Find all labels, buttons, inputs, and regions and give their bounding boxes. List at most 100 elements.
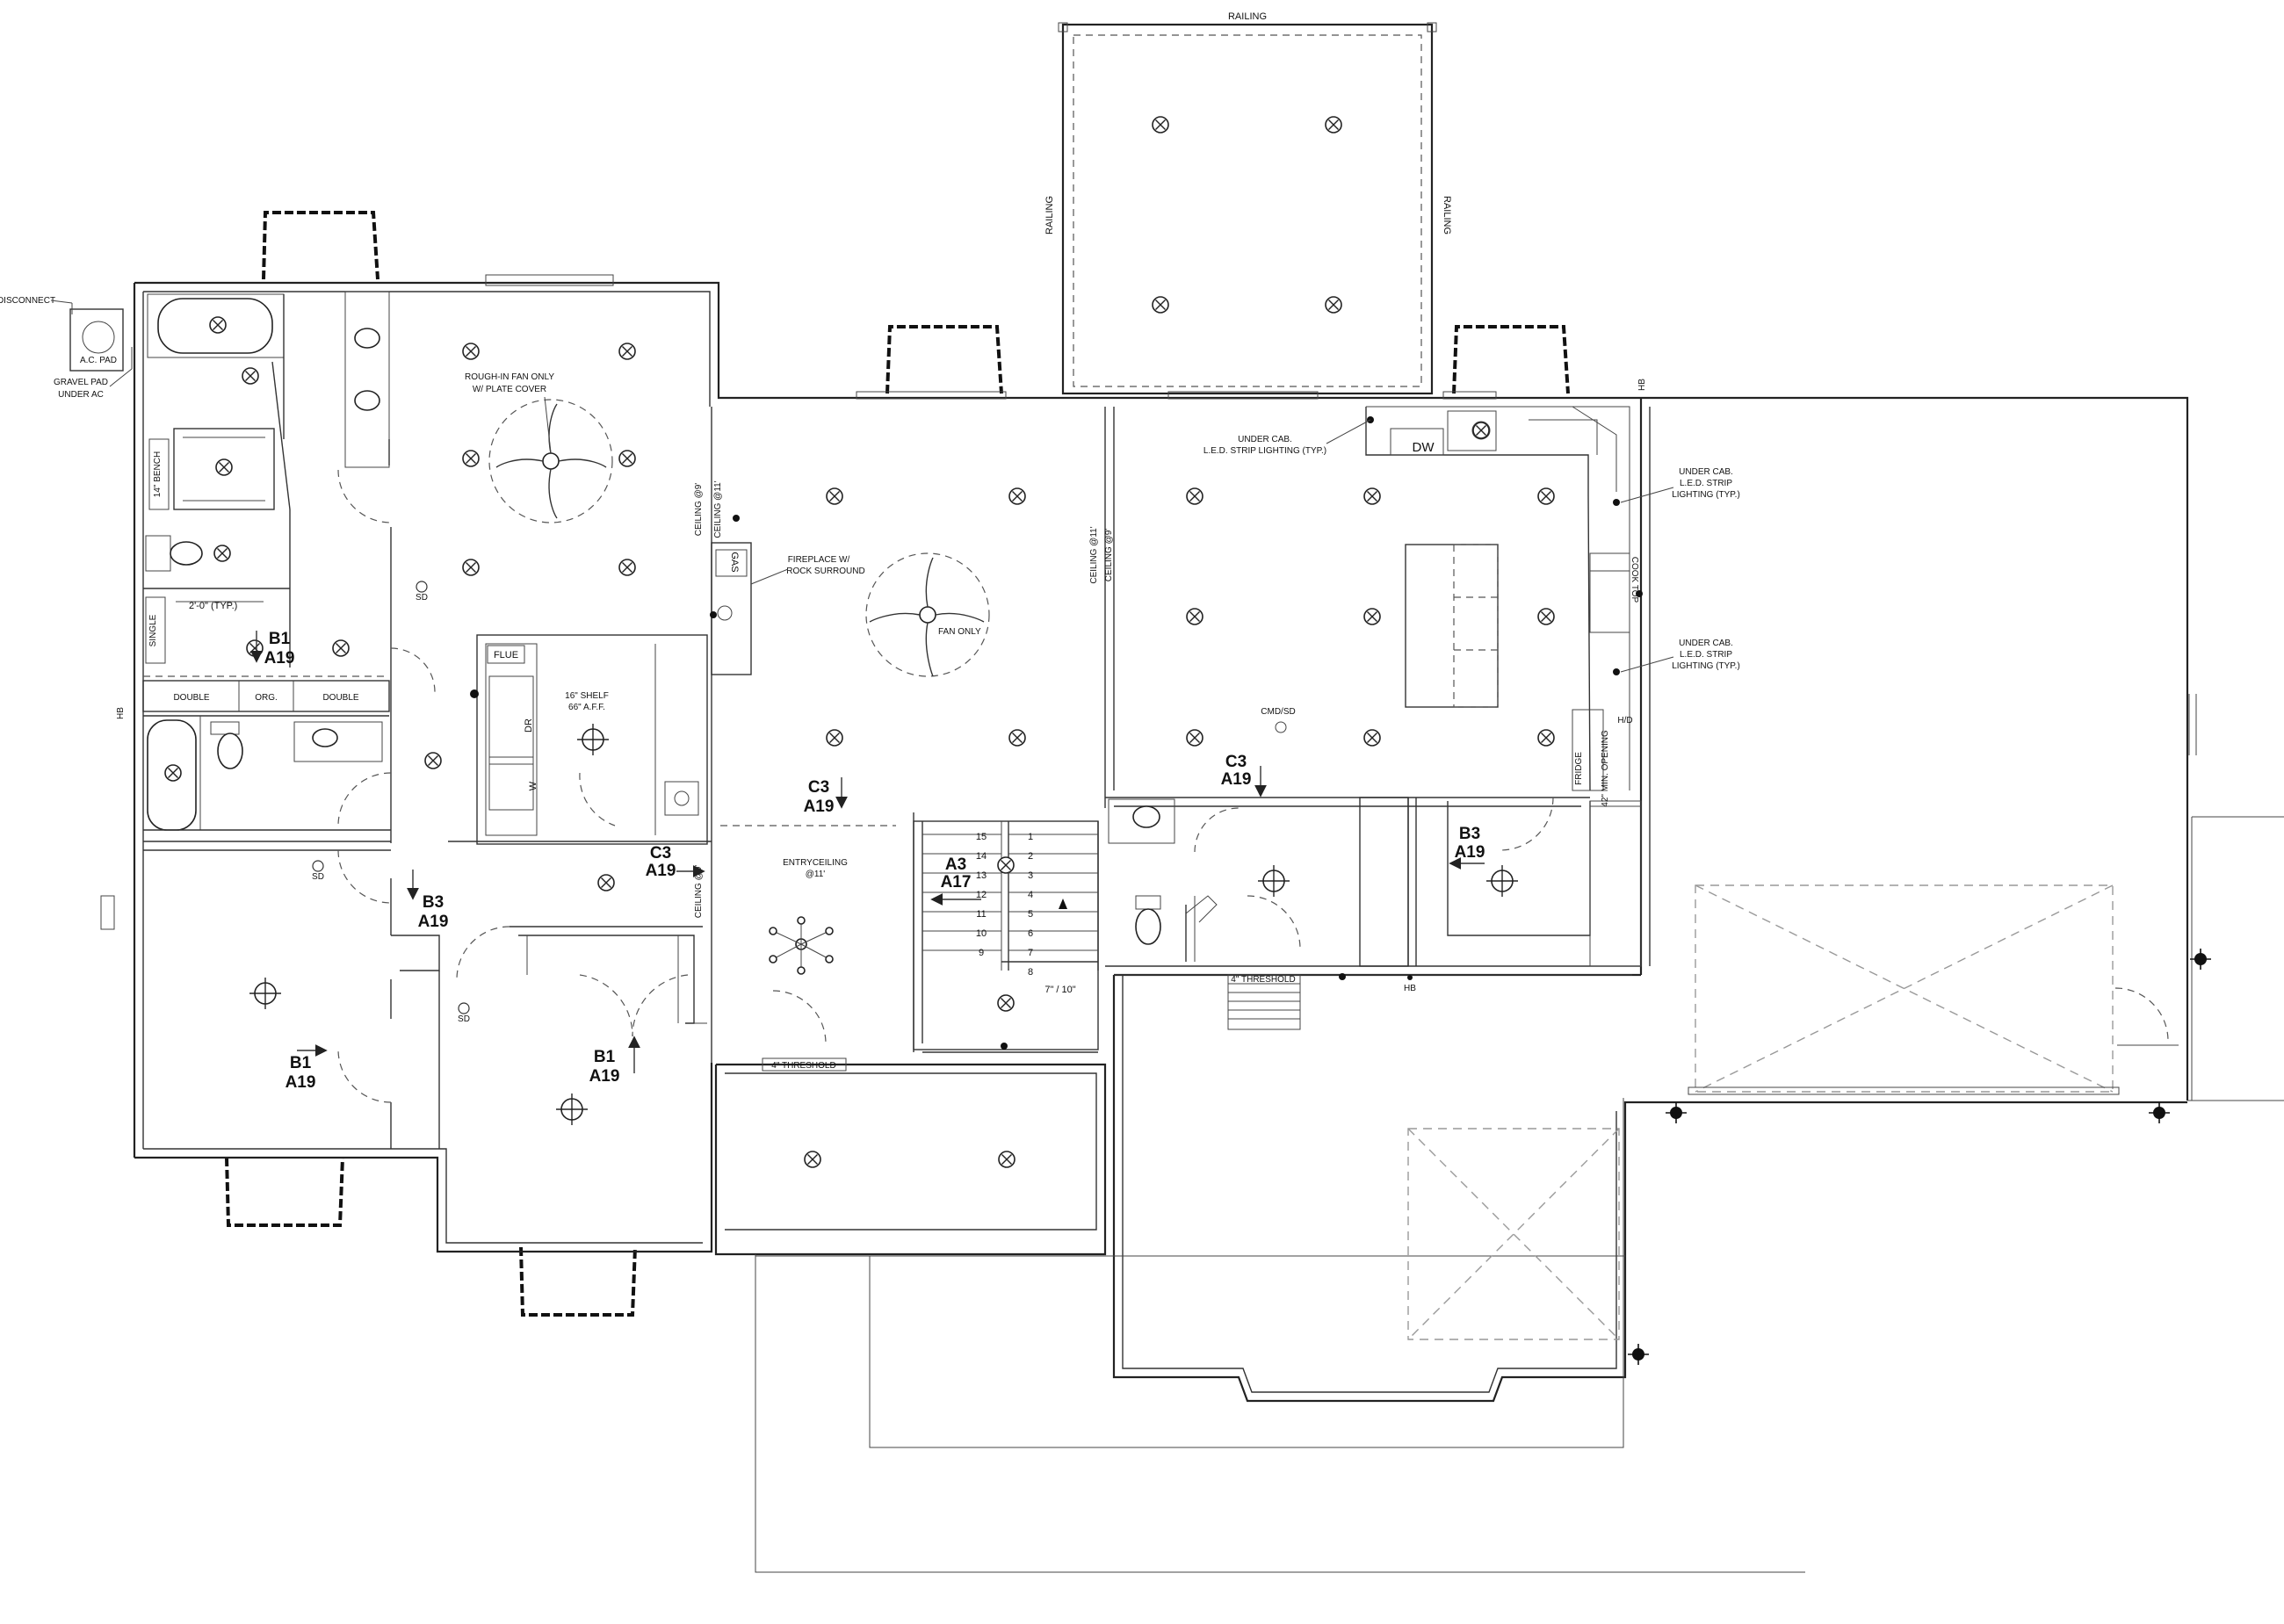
ceiling-fan-bedroom [488,399,613,523]
stair-step-number: 7 [1028,948,1033,958]
rough-fan-label: ROUGH-IN FAN ONLY [465,372,554,382]
sd-label: SD [458,1014,470,1024]
sd-label: SD [416,593,428,603]
svg-text:A19: A19 [286,1073,316,1092]
svg-text:B1: B1 [290,1054,312,1072]
section-markers: B1 A19 B1 A19 B1 A19 B3 A19 C3 A19 C3 A1… [250,630,1485,1092]
entry-chandelier [769,916,834,975]
svg-text:B3: B3 [1459,825,1480,843]
stair-step-number: 11 [976,909,986,920]
rough-fan-label: W/ PLATE COVER [473,385,546,394]
stair-step-number: 5 [1028,909,1033,920]
section-marker: A3 A17 [930,855,981,906]
gravel-pad-label: GRAVEL PAD [54,378,108,387]
svg-text:A19: A19 [264,649,295,668]
svg-text:B1: B1 [594,1048,616,1066]
under-cab-label: LIGHTING (TYP.) [1672,490,1740,500]
stair-step-number: 2 [1028,851,1033,862]
door-swings [337,469,2169,1103]
stair-step-number: 14 [976,851,987,862]
disconnect-label: DISCONNECT [0,296,55,306]
section-marker: C3 A19 [804,777,848,816]
railing-label-left: RAILING [1044,196,1055,235]
stair-step-number: 15 [976,832,987,842]
covered-deck: RAILING RAILING RAILING [1044,11,1452,395]
window-wells [225,211,1570,1317]
svg-text:A19: A19 [418,913,449,931]
stair-step-number: 12 [976,890,987,900]
shelf-height-label: 66" A.F.F. [568,703,605,712]
deck-light [1325,296,1342,314]
under-cab-label: LIGHTING (TYP.) [1672,661,1740,671]
gravel-pad-label: UNDER AC [58,390,104,400]
stair-step-number: 1 [1028,832,1033,842]
section-marker: B3 A19 [407,870,449,931]
cooktop-label: COOK TOP [1630,557,1639,603]
section-marker: B3 A19 [1449,825,1485,870]
closet-org-label: ORG. [255,693,278,703]
dryer-label: DR [524,718,534,733]
cmd-sd-label: CMD/SD [1261,707,1295,717]
ceiling-lights [164,316,1555,1168]
section-marker: B1 A19 [250,630,295,668]
section-marker: B1 A19 [286,1044,328,1092]
washer-label: W [528,781,538,790]
under-cab-label: L.E.D. STRIP LIGHTING (TYP.) [1203,446,1326,456]
stair-step-number: 13 [976,870,987,881]
stair-treads: 15 14 13 12 11 10 9 1 2 3 4 5 6 7 8 [922,832,1098,978]
shelf-label: 16" SHELF [565,691,609,701]
stair-rise-label: 7" / 10" [1044,985,1075,995]
ac-pad-label: A.C. PAD [80,356,117,365]
hose-bib-label: HB [1404,984,1416,993]
sd-label: SD [312,872,324,882]
under-cab-label: L.E.D. STRIP [1680,479,1732,488]
deck-light [1152,296,1169,314]
section-marker: C3 A19 [1221,753,1267,798]
svg-text:A19: A19 [1221,770,1252,789]
svg-text:B1: B1 [269,630,291,648]
closet-double-label: DOUBLE [173,693,209,703]
svg-text:B3: B3 [423,893,444,912]
stair-step-number: 6 [1028,928,1033,939]
svg-text:C3: C3 [650,844,671,863]
railing-label-top: RAILING [1228,11,1267,22]
smoke-detectors: SD SD SD CMD/SD [312,581,1296,1024]
stair-step-number: 8 [1028,967,1033,978]
ceiling-fan-great-room: FAN ONLY [865,552,990,677]
stair-step-number: 10 [976,928,987,939]
entry-ceiling-label: ENTRYCEILING [783,858,848,868]
ceiling-9-label: CEILING @9' [1104,529,1114,582]
closet-double-label: DOUBLE [322,693,358,703]
flue-label: FLUE [494,650,518,660]
garage [1407,694,2197,1340]
exterior-walls [133,281,2284,1573]
gas-label: GAS [729,552,740,572]
fireplace-label: FIREPLACE W/ [788,555,850,565]
hose-bib-label: HB [1637,379,1647,391]
ceiling-9-label: CEILING @9' [694,865,704,919]
under-cab-label: UNDER CAB. [1679,467,1733,477]
svg-text:A3: A3 [945,855,966,874]
entry-ceiling-label: @11' [806,870,826,879]
threshold-label-entry: 4" THRESHOLD [771,1061,835,1071]
ac-pad: A.C. PAD DISCONNECT GRAVEL PAD UNDER AC [0,296,133,400]
threshold-label-mud: 4" THRESHOLD [1231,975,1295,985]
typical-dim-label: 2'-0" (TYP.) [189,601,237,611]
under-cab-label: UNDER CAB. [1238,435,1292,444]
fireplace-label: ROCK SURROUND [786,567,864,576]
ceiling-11-label: CEILING @11' [713,480,723,538]
section-marker: B1 A19 [589,1036,640,1086]
svg-text:A19: A19 [646,862,676,880]
west-wing-walls: 14" BENCH SINGLE 2'-0" (TYP.) DOUBLE ORG… [100,274,712,1149]
section-marker: C3 A19 [646,844,705,880]
under-cab-label: UNDER CAB. [1679,639,1733,648]
great-room-walls: GAS 4" THRESHOLD [711,391,1642,1072]
bench-label: 14" BENCH [153,451,163,497]
stair-step-number: 4 [1028,890,1033,900]
opening-label: 42" MIN. OPENING [1601,730,1610,807]
ceiling-11-label: CEILING @11' [1089,526,1099,583]
svg-text:A17: A17 [941,873,972,891]
svg-text:C3: C3 [1225,753,1247,771]
dishwasher-label: DW [1413,440,1435,455]
